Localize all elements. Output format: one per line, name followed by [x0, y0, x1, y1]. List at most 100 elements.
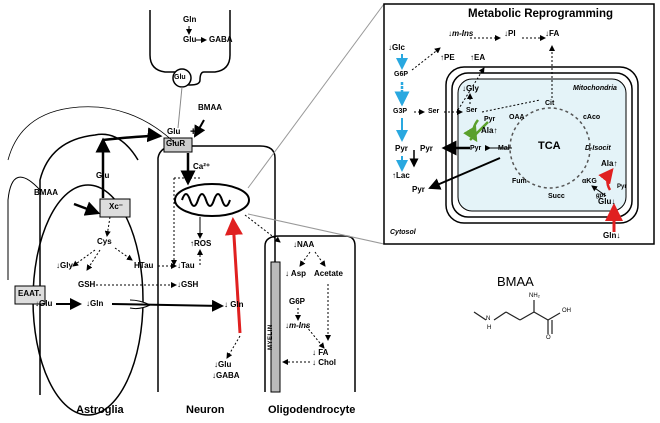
label-neuron-gln: ↓ Gln	[224, 300, 244, 309]
presynaptic-terminal	[149, 10, 231, 86]
inset-pi: ↓PI	[504, 29, 516, 38]
inset-oaa: OAA	[509, 114, 525, 121]
mitochondrion	[174, 183, 250, 217]
label-bmaa-synapse: BMAA	[198, 103, 222, 112]
label-fa-oligo: ↓ FA	[312, 348, 329, 357]
label-astro-glu2: ↓Glu	[35, 299, 53, 308]
caption-oligodendrocyte: Oligodendrocyte	[268, 404, 356, 416]
inset-ser: Ser	[428, 108, 440, 115]
label-asp: ↓ Asp	[285, 269, 307, 278]
inset-pyr3: Pyr	[617, 184, 627, 190]
label-gln-top: Gln	[183, 15, 197, 24]
ala-text: Ala	[481, 126, 494, 135]
inset-cytosol-label: Cytosol	[390, 229, 416, 236]
bmaa-structure	[473, 300, 561, 334]
bmaa-oh: OH	[562, 308, 571, 314]
gln-text: Gln	[603, 231, 617, 240]
label-neuron-gaba: ↓GABA	[212, 371, 240, 380]
inset-pyr-lower: Pyr	[412, 185, 425, 194]
label-glur: GluR	[166, 139, 186, 148]
inset-ala2: Ala↑	[601, 159, 618, 168]
label-ros: ↑ROS	[190, 239, 212, 248]
bmaa-h: H	[487, 325, 492, 331]
mitochondrion-cristae	[181, 193, 231, 207]
label-astro-bmaa: BMAA	[34, 188, 58, 197]
bmaa-n: N	[486, 316, 491, 322]
inset-glu: Glu↓	[598, 197, 616, 206]
inset-glc: ↓Glc	[388, 43, 405, 52]
label-g6p-oligo: G6P	[289, 297, 306, 306]
fa-text: FA	[549, 29, 560, 38]
inset-gly: ↓Gly	[462, 84, 479, 93]
inset-succ: Succ	[548, 193, 565, 200]
inset-akg: αKG	[582, 178, 597, 185]
inset-pyr: Pyr	[395, 144, 408, 153]
label-calcium: Ca²⁺	[193, 162, 211, 171]
inset-ala: Ala↑	[481, 126, 498, 135]
inset-mal: Mal	[498, 145, 510, 152]
glu-text: Glu	[598, 197, 612, 206]
inset-pe: ↑PE	[440, 53, 455, 62]
inset-tca: TCA	[538, 140, 561, 152]
inset-ser-mito: Ser	[466, 107, 478, 114]
inset-ea: ↑EA	[470, 53, 486, 62]
inset-pyr-mito: Pyr	[484, 116, 496, 123]
label-glu-cleft: Glu	[167, 127, 181, 136]
inset-disocit: D-Isocit	[585, 145, 611, 152]
label-glu-top: Glu	[183, 35, 197, 44]
inset-gpt: gpt	[596, 193, 606, 199]
neuron-body	[157, 145, 276, 392]
mito-inner	[457, 78, 627, 212]
inset-mito-label: Mitochondria	[573, 85, 617, 92]
glur-receptor	[163, 137, 193, 153]
label-neuron-gsh: ↓GSH	[177, 280, 199, 289]
ala2-text: Ala	[601, 159, 614, 168]
inset-caco: cAco	[583, 114, 601, 121]
inset-pyr-m2: Pyr	[470, 145, 482, 152]
label-glu-vesicle: Glu	[174, 74, 186, 81]
pe-text: PE	[444, 53, 455, 62]
eaat-transporter	[14, 285, 46, 305]
glc-text: Glc	[392, 43, 405, 52]
label-astro-gln: ↓Gln	[86, 299, 104, 308]
inset-mins: ↓m-Ins	[448, 29, 474, 38]
caption-astroglia: Astroglia	[76, 404, 124, 416]
inset-gln: Gln↓	[603, 231, 621, 240]
mins-text: m-Ins	[452, 29, 474, 38]
inset-title: Metabolic Reprogramming	[468, 8, 614, 20]
label-htau: HTau	[134, 261, 154, 270]
label-eaat: EAAT	[18, 289, 40, 298]
label-cys: Cys	[97, 237, 112, 246]
gly-text: Gly	[466, 84, 479, 93]
inset-cit: Cit	[545, 100, 555, 107]
label-xc: Xc⁻	[109, 202, 124, 211]
label-plus: +	[190, 126, 197, 138]
label-neuron-glu: ↓Glu	[214, 360, 232, 369]
label-astro-gly: ↓Gly	[56, 261, 73, 270]
label-acetate: Acetate	[314, 269, 343, 278]
bmaa-nh2: NH₂	[529, 293, 540, 299]
tca-cycle	[509, 107, 591, 189]
inset-fa: ↓FA	[545, 29, 560, 38]
label-astro-glu: Glu	[96, 171, 110, 180]
label-mins-oligo: ↓m-Ins	[285, 321, 311, 330]
label-neuron-tau: ↓Tau	[177, 261, 195, 270]
inset-lac: ↑Lac	[392, 171, 410, 180]
label-gaba-top: GABA	[209, 35, 233, 44]
inset-g6p: G6P	[394, 71, 409, 78]
bmaa-title: BMAA	[497, 274, 534, 289]
label-myelin: MYELIN	[268, 324, 274, 350]
inset-g3p: G3P	[393, 108, 408, 115]
inset-fum: Fum	[512, 178, 527, 185]
ea-text: EA	[474, 53, 486, 62]
label-naa: ↓NAA	[293, 240, 315, 249]
myelin-sheath	[270, 261, 281, 393]
bmaa-o: O	[546, 335, 551, 341]
inset-pyr-cyto: Pyr	[420, 144, 433, 153]
caption-neuron: Neuron	[186, 404, 225, 416]
astroglia-body	[39, 133, 139, 395]
lac-text: Lac	[396, 171, 410, 180]
label-astro-gsh: GSH	[78, 280, 96, 289]
